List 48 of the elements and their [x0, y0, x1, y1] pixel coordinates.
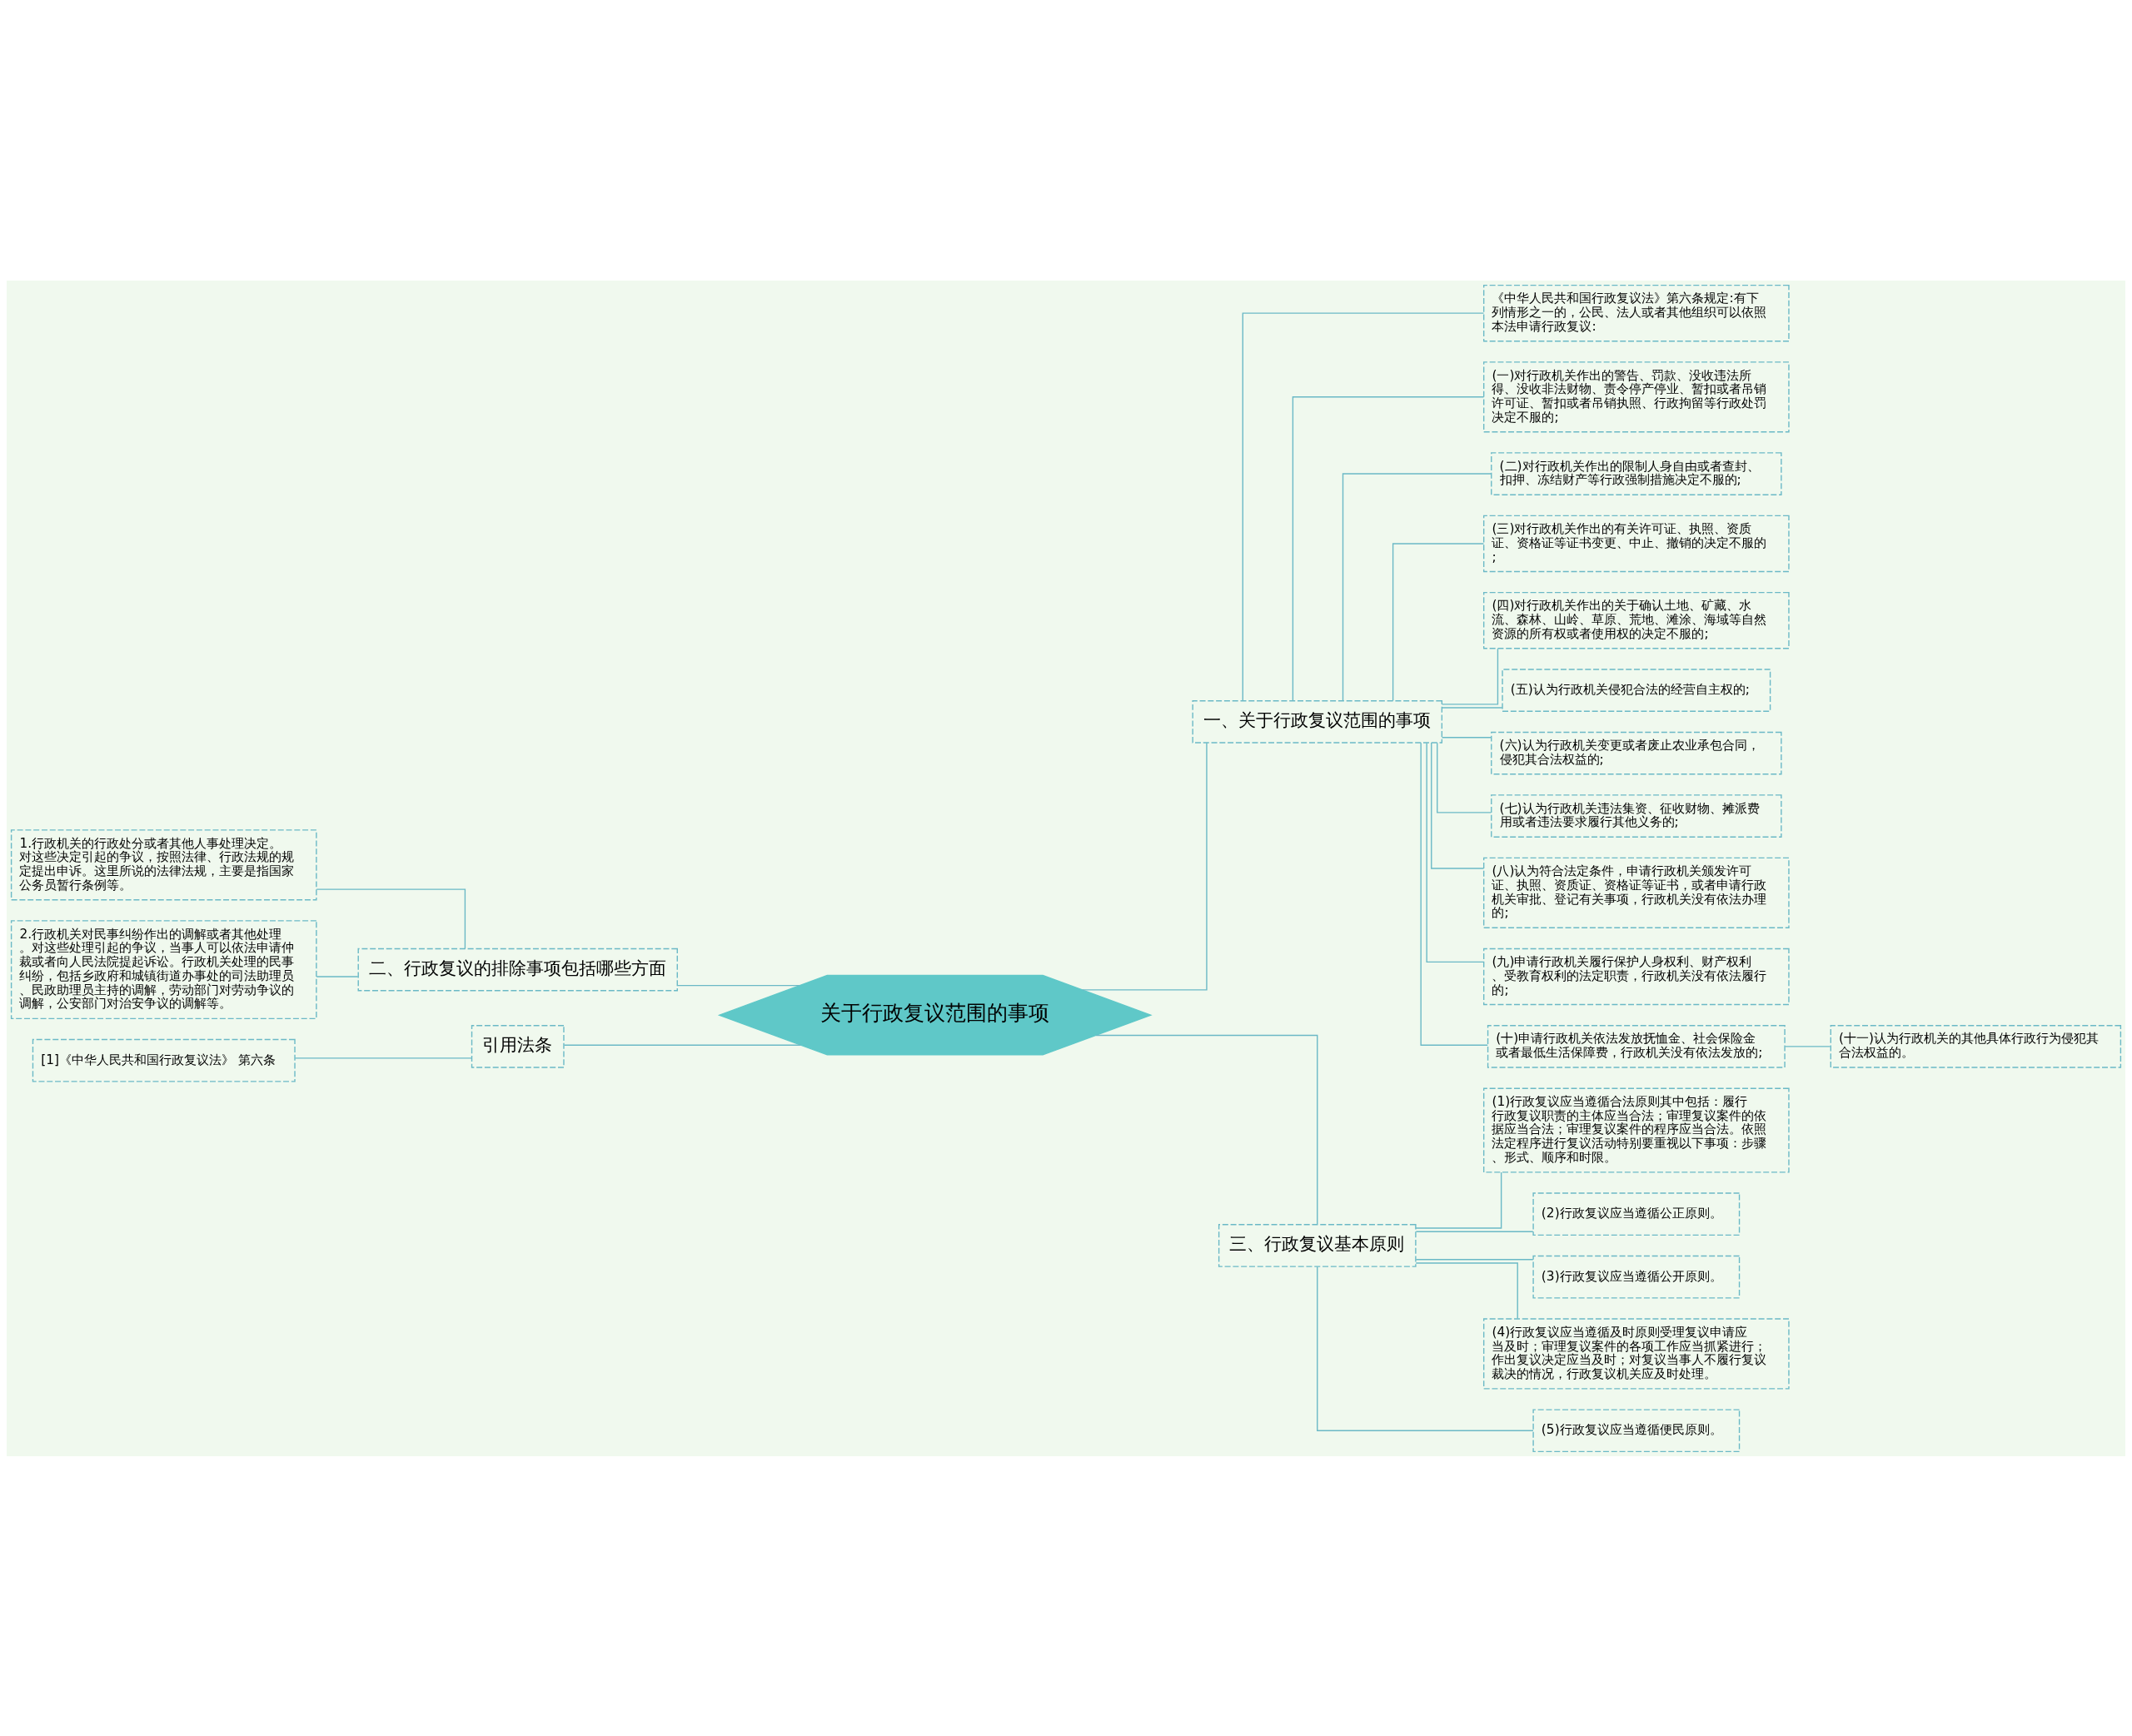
connector	[316, 975, 359, 977]
connector	[1441, 648, 1499, 705]
node-box: 1.行政机关的行政处分或者其他人事处理决定。对这些决定引起的争议，按照法律、行政法规的规定提出申诉。这里所说的法律法规，主要是指国家公务员暂行条例等。	[10, 828, 317, 900]
connector	[1392, 542, 1485, 701]
node-box: 2.行政机关对民事纠纷作出的调解或者其他处理。对这些处理引起的争议，当事人可以依法申请仲裁或者向人民法院提起诉讼。行政机关处理的民事纠纷，包括乡政府和城镇街道办事处的司法助理员、民政助理员主持的调解，劳动部门对劳动争议的调解，公安部门对治安争议的调解等。	[10, 919, 317, 1019]
connector	[1431, 741, 1485, 869]
node-box: (4)行政复议应当遵循及时原则受理复议申请应当及时；审理复议案件的各项工作应当抓紧进行；作出复议决定应当及时；对复议当事人不履行复议裁决的情况，行政复议机关应及时处理。	[1482, 1317, 1790, 1390]
connector	[294, 1057, 472, 1059]
node-box: 一、关于行政复议范围的事项	[1192, 699, 1443, 744]
node-box: (六)认为行政机关变更或者废止农业承包合同，侵犯其合法权益的;	[1491, 731, 1782, 774]
node-box: (十)申请行政机关依法发放抚恤金、社会保险金或者最低生活保障费，行政机关没有依法发放的;	[1487, 1024, 1786, 1068]
node-box: (十一)认为行政机关的其他具体行政行为侵犯其合法权益的。	[1830, 1024, 2122, 1068]
node-box: (三)对行政机关作出的有关许可证、执照、资质证、资格证等证书变更、中止、撤销的决定不服的;	[1482, 515, 1790, 572]
connector	[1082, 741, 1208, 991]
connector	[1426, 742, 1484, 963]
connector	[1292, 395, 1485, 701]
connector	[1415, 1261, 1518, 1319]
connector	[1441, 706, 1503, 709]
node-box: 《中华人民共和国行政复议法》第六条规定:有下列情形之一的，公民、法人或者其他组织可以依照本法申请行政复议:	[1482, 284, 1790, 341]
connector	[1342, 472, 1492, 701]
connector	[676, 984, 800, 986]
node-box: 三、行政复议基本原则	[1218, 1223, 1417, 1267]
connector	[1437, 741, 1492, 813]
node-box: (3)行政复议应当遵循公开原则。	[1532, 1255, 1741, 1299]
node-box: (1)行政复议应当遵循合法原则其中包括：履行行政复议职责的主体应当合法；审理复议案件的依据应当合法；审理复议案件的程序应当合法。依照法定程序进行复议活动特别要重视以下事项：步骤、形式、顺序和时限。	[1482, 1087, 1790, 1173]
connector	[316, 888, 466, 949]
connector	[1317, 1266, 1534, 1431]
node-box: (五)认为行政机关侵犯合法的经营自主权的;	[1502, 668, 1771, 712]
node-box: (八)认为符合法定条件，申请行政机关颁发许可证、执照、资质证、资格证等证书，或者申请行政机关审批、登记有关事项，行政机关没有依法办理的;	[1482, 857, 1790, 928]
connector	[1415, 1231, 1534, 1232]
connector	[1420, 742, 1488, 1046]
connector	[1095, 1034, 1318, 1225]
connector	[563, 1044, 802, 1046]
connector	[1784, 1045, 1831, 1047]
node-box: 二、行政复议的排除事项包括哪些方面	[357, 948, 678, 991]
node-box: (2)行政复议应当遵循公正原则。	[1532, 1191, 1741, 1236]
node-box: (四)对行政机关作出的关于确认土地、矿藏、水流、森林、山岭、草原、荒地、滩涂、海域等自然资源的所有权或者使用权的决定不服的;	[1482, 591, 1790, 649]
node-box: [1]《中华人民共和国行政复议法》 第六条	[32, 1038, 296, 1082]
node-box: (二)对行政机关作出的限制人身自由或者查封、扣押、冻结财产等行政强制措施决定不服的;	[1491, 451, 1782, 495]
connector	[1415, 1171, 1502, 1229]
node-box: (七)认为行政机关违法集资、征收财物、摊派费用或者违法要求履行其他义务的;	[1491, 793, 1782, 838]
connector	[1415, 1258, 1534, 1260]
node-box: (5)行政复议应当遵循便民原则。	[1532, 1408, 1741, 1452]
connector	[1441, 736, 1492, 738]
node-box: (九)申请行政机关履行保护人身权利、财产权利、受教育权利的法定职责，行政机关没有依法履行的;	[1482, 948, 1790, 1005]
node-box: 引用法条	[471, 1024, 565, 1068]
node-box: (一)对行政机关作出的警告、罚款、没收违法所得、没收非法财物、责令停产停业、暂扣或者吊销许可证、暂扣或者吊销执照、行政拘留等行政处罚决定不服的;	[1482, 361, 1790, 432]
connector	[1242, 311, 1485, 701]
